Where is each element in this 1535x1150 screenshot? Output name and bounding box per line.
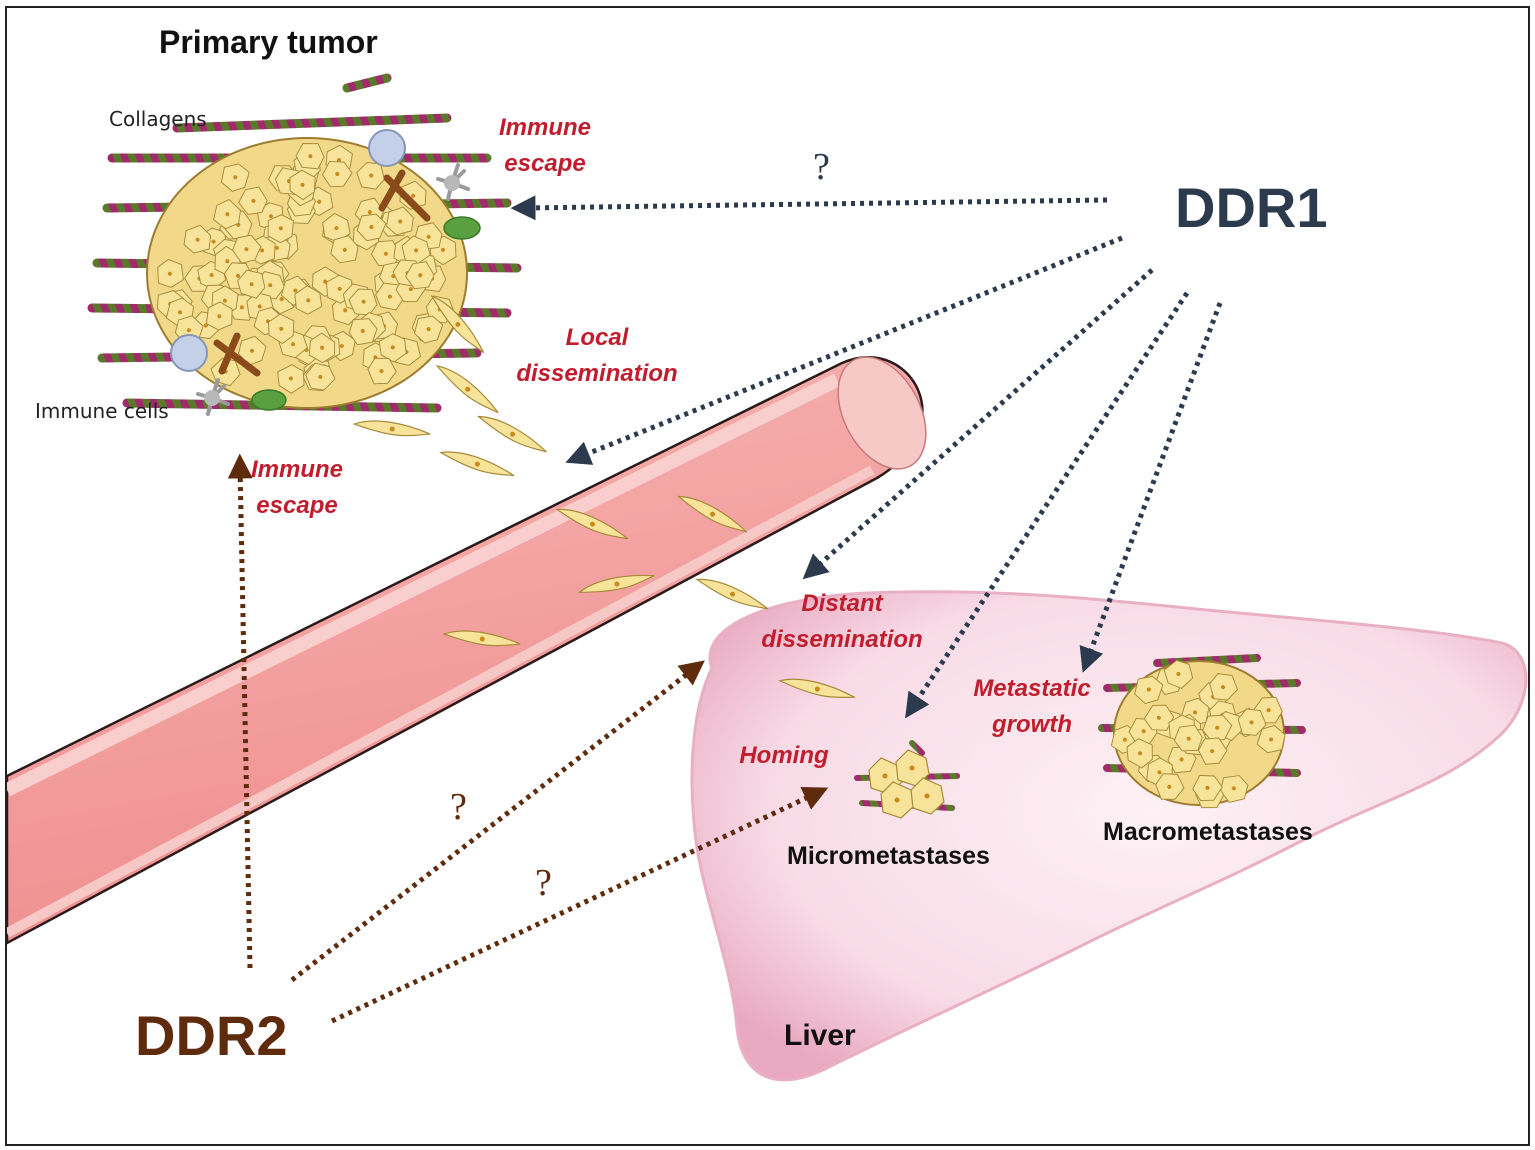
metastatic-growth-label: Metastatic growth: [973, 675, 1091, 738]
immune-cells: [170, 129, 481, 416]
ddr2-arrows: [227, 453, 829, 1024]
ddr1-arrow-distant-dissemination: [802, 268, 1154, 580]
ddr2-label: DDR2: [135, 1004, 288, 1067]
ddr1-label: DDR1: [1175, 176, 1328, 239]
ddr1-arrows: [510, 195, 1223, 719]
local-dissemination-label: Local dissemination: [516, 324, 678, 387]
liver-label: Liver: [784, 1019, 856, 1052]
ddr1-arrow-metastatic-growth: [1079, 302, 1223, 673]
primary-tumor-illustration: [87, 73, 522, 416]
question-mark-ddr1: ?: [813, 146, 830, 188]
micrometastasis-illustration: [854, 740, 960, 819]
immune-cells-label: Immune cells: [35, 399, 169, 423]
ddr2-arrow-distant-dissemination: [290, 660, 705, 982]
figure-frame: Primary tumor Collagens Immune cells Imm…: [5, 6, 1530, 1146]
illustration: [7, 73, 1528, 1082]
collagens-label: Collagens: [109, 107, 207, 131]
micrometastases-label: Micrometastases: [787, 842, 990, 870]
macrometastasis-illustration: [1098, 654, 1306, 814]
liver-shape: [690, 590, 1528, 1082]
ddr1-arrow-immune-escape: [510, 195, 1108, 221]
ddr2-arrow-immune-escape: [227, 453, 253, 969]
homing-label: Homing: [739, 742, 829, 769]
macrometastases-label: Macrometastases: [1103, 818, 1313, 846]
primary-tumor-label: Primary tumor: [159, 24, 378, 60]
question-mark-ddr2-a: ?: [450, 786, 467, 828]
immune-escape-label-top: Immune escape: [498, 114, 591, 177]
ddr1-arrow-local-dissemination: [565, 235, 1123, 465]
ddr1-arrow-homing: [905, 291, 1190, 719]
question-mark-ddr2-b: ?: [535, 862, 552, 904]
distant-dissemination-label: Distant dissemination: [761, 590, 923, 653]
immune-escape-label-bottom: Immune escape: [250, 456, 343, 519]
